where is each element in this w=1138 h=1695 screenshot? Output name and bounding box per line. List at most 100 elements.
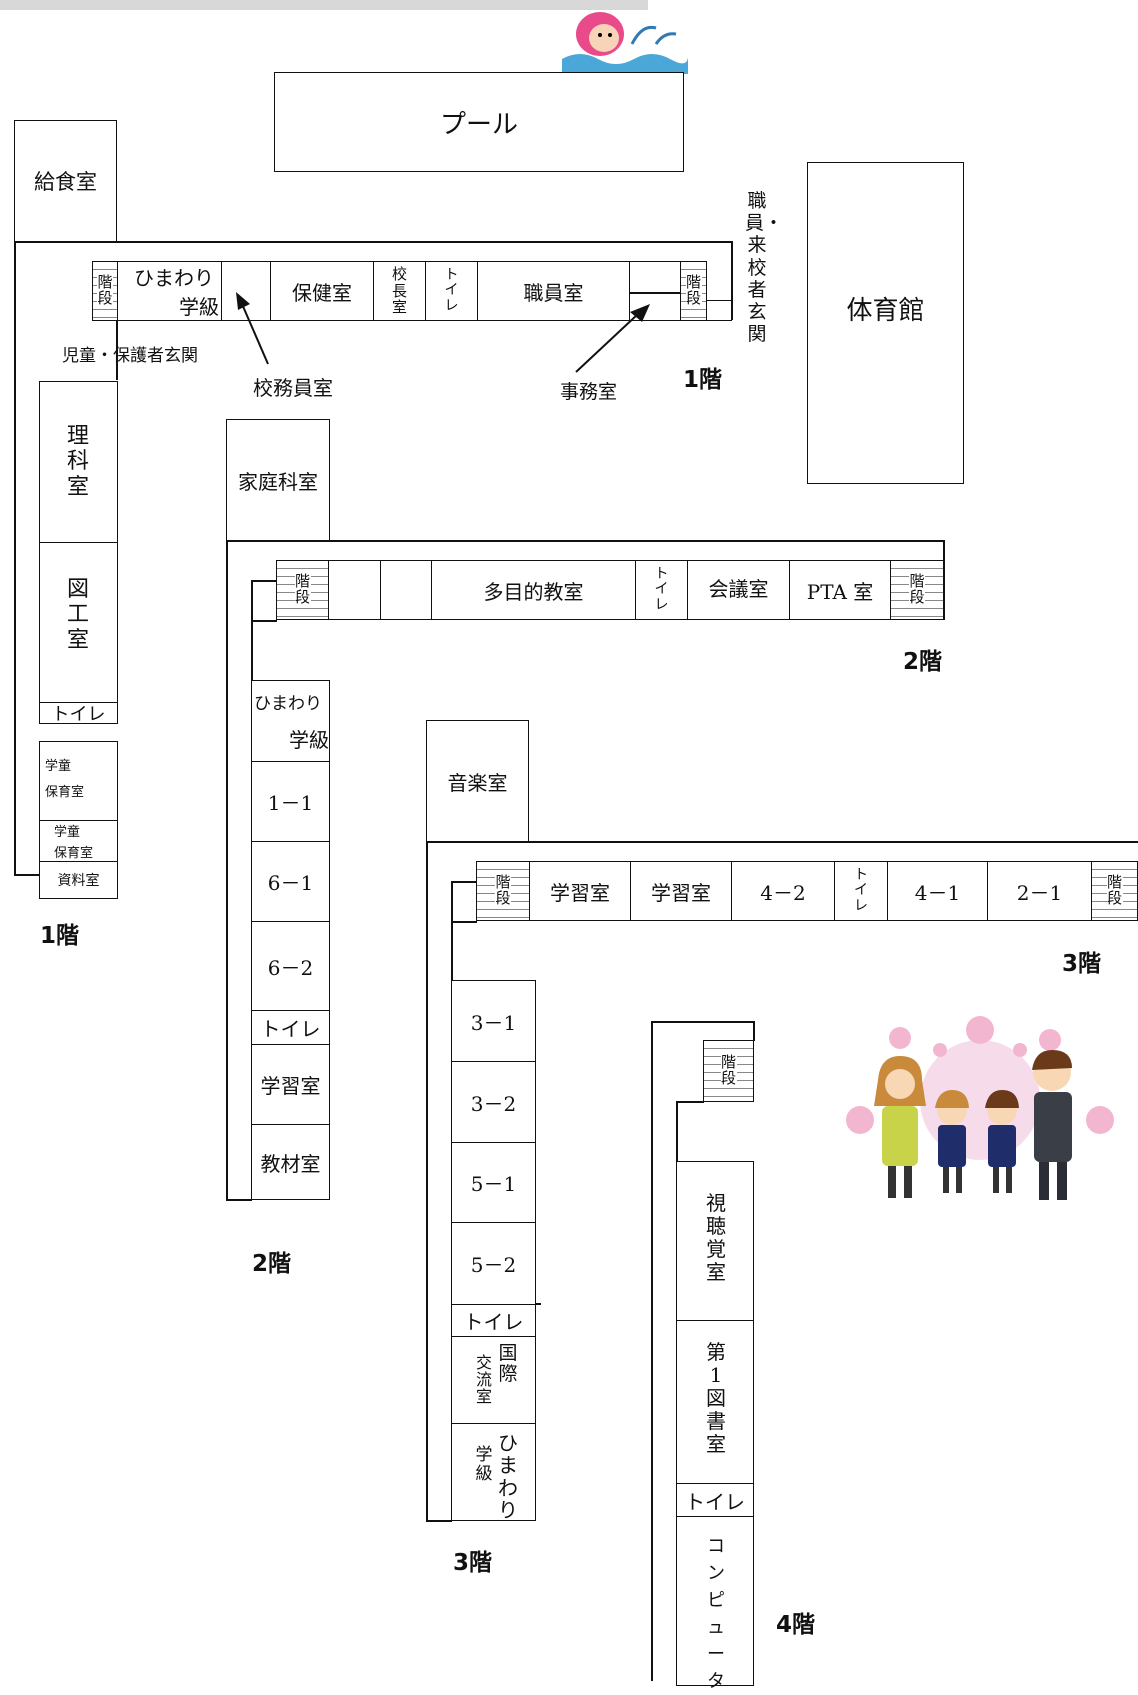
home-ec-room: 家庭科室 (226, 419, 330, 541)
library: 第1図書室 (676, 1320, 754, 1484)
corridor-f2-inner-h (251, 580, 277, 582)
himawari-f3-label-b: 学級 (475, 1445, 493, 1484)
toilet-f2: トイレ (251, 1010, 330, 1045)
toilet-small-label: トイレ (444, 266, 459, 314)
corridor-f2-top (226, 540, 944, 542)
toilet-f1-label: トイレ (51, 704, 106, 725)
class-2-1: 2－1 (987, 861, 1092, 921)
office-label: 事務室 (560, 381, 618, 403)
study-room-f3-b: 学習室 (630, 861, 732, 921)
pool-label: プール (439, 109, 518, 140)
pta-room: PTA 室 (789, 560, 891, 620)
floor-label-2-top: 2階 (903, 649, 943, 675)
class-5-1-label: 5－1 (470, 1172, 517, 1196)
study-room-f2: 学習室 (251, 1044, 330, 1125)
student-entrance-label: 児童・保護者玄関 (62, 346, 198, 366)
corridor-f3-inner-h (451, 881, 477, 883)
corridor-f2-inner-h2 (251, 620, 277, 622)
study-room-f3-a-label: 学習室 (550, 880, 610, 905)
corridor-f1-bottom (14, 874, 40, 876)
science-room: 理科室 (39, 381, 118, 543)
class-6-1: 6－1 (251, 841, 330, 922)
toilet-f3: トイレ (451, 1304, 536, 1337)
staff-room-label: 職員室 (523, 280, 584, 305)
computer-room: コンピュータ (676, 1516, 754, 1692)
av-room-label: 視聴覚室 (706, 1191, 726, 1284)
kitchen-label: 給食室 (34, 170, 97, 194)
himawari-f2: ひまわり 学級 (251, 680, 330, 762)
supplies-room-label: 教材室 (260, 1151, 321, 1176)
class-5-2: 5－2 (451, 1222, 536, 1305)
intl-label-b: 交流室 (475, 1353, 492, 1406)
stairs-f1-left: 階段 (92, 261, 118, 321)
himawari-f2-top: ひまわり (254, 694, 322, 714)
principal-room-label: 校長室 (391, 265, 407, 317)
gym-label: 体育館 (846, 295, 925, 326)
art-room-label: 図工室 (66, 577, 89, 653)
floor-label-2-bottom: 2階 (252, 1251, 292, 1277)
floor-label-4: 4階 (776, 1612, 816, 1638)
stairs-f2-right: 階段 (890, 560, 944, 620)
staff-entrance-label: 職員・来校者玄関 (745, 190, 784, 346)
study-room-f2-label: 学習室 (260, 1074, 321, 1098)
class-4-1-label: 4－1 (914, 880, 961, 905)
science-room-label: 理科室 (66, 424, 89, 500)
afterschool-room-2: 学童 保育室 (39, 820, 118, 862)
stairs-f4: 階段 (703, 1040, 754, 1102)
himawari-f3-label-a: ひまわり (498, 1431, 518, 1523)
international-room: 国際 交流室 (451, 1336, 536, 1424)
multipurpose-label: 多目的教室 (483, 579, 584, 604)
toilet-f2-small: トイレ (635, 560, 688, 620)
class-1-1: 1－1 (251, 761, 330, 842)
corridor-f4-left (651, 1021, 653, 1681)
room-f2-blank-2 (380, 560, 432, 620)
class-6-1-label: 6－1 (267, 871, 314, 895)
stairs-f4-label: 階段 (720, 1053, 737, 1087)
corridor-f1-top (14, 241, 732, 243)
room-f2-blank-1 (328, 560, 381, 620)
class-3-1-label: 3－1 (470, 1010, 517, 1035)
toilet-f3-small-label: トイレ (854, 866, 868, 914)
himawari-f3: ひまわり 学級 (451, 1423, 536, 1521)
toilet-f2-label: トイレ (260, 1017, 321, 1041)
corridor-f3-left (426, 841, 428, 1521)
class-6-2: 6－2 (251, 921, 330, 1011)
toilet-f1-left: トイレ (39, 702, 118, 725)
stairs-label: 階段 (97, 273, 113, 307)
corridor-f3-inner-h2 (451, 921, 477, 923)
class-1-1-label: 1－1 (267, 791, 314, 815)
class-4-1: 4－1 (887, 861, 988, 921)
toilet-f4: トイレ (676, 1483, 754, 1517)
swimmer-illustration (562, 12, 688, 74)
meeting-room-label: 会議室 (708, 577, 769, 601)
floor-label-1-top: 1階 (683, 367, 723, 393)
toilet-f4-label: トイレ (685, 1489, 745, 1514)
corridor-f4-top (651, 1021, 754, 1023)
class-3-2: 3－2 (451, 1061, 536, 1143)
floor-label-1-bottom: 1階 (40, 923, 80, 949)
stairs-f3-label-2: 階段 (1106, 873, 1123, 907)
afterschool-1-label: 学童 保育室 (45, 759, 85, 800)
stairs-f1-right: 階段 (680, 261, 707, 321)
stairs-f2-label-2: 階段 (909, 572, 925, 606)
stairs-f3-left: 階段 (476, 861, 530, 921)
principal-room: 校長室 (373, 261, 426, 321)
corridor-f1-left (14, 241, 16, 875)
himawari-bottom: 学級 (179, 295, 219, 319)
gym: 体育館 (807, 162, 964, 484)
corridor-f4-right (753, 1021, 755, 1041)
class-2-1-label: 2－1 (1016, 880, 1063, 905)
stairs-f2-label: 階段 (294, 572, 311, 606)
top-bar (0, 0, 648, 10)
home-ec-label: 家庭科室 (238, 469, 318, 494)
class-5-1: 5－1 (451, 1142, 536, 1223)
staff-room: 職員室 (477, 261, 630, 321)
stairs-f3-right: 階段 (1091, 861, 1138, 921)
corridor-f3-top (426, 841, 1138, 843)
entrance-step (706, 300, 732, 321)
pta-room-label: PTA 室 (806, 579, 874, 604)
class-5-2-label: 5－2 (470, 1253, 517, 1277)
class-3-1: 3－1 (451, 980, 536, 1062)
afterschool-2-label: 学童 保育室 (54, 825, 94, 861)
corridor-f1-inner (116, 320, 118, 380)
